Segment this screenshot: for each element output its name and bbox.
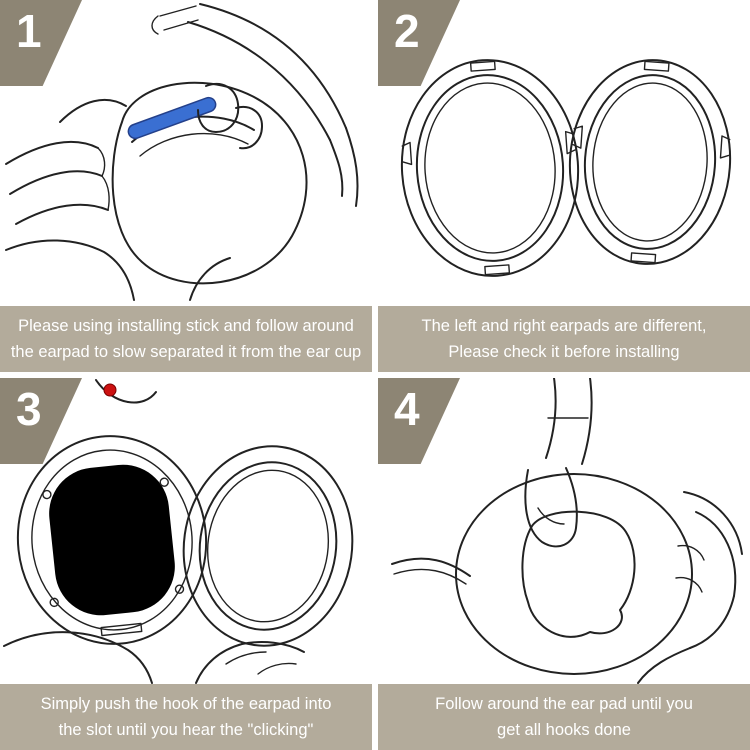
installing-stick-icon bbox=[127, 96, 217, 140]
step-number: 2 bbox=[394, 5, 420, 57]
caption-line-2: get all hooks done bbox=[497, 720, 631, 739]
caption-bar: The left and right earpads are different… bbox=[378, 306, 750, 372]
caption-line-1: Follow around the ear pad until you bbox=[435, 695, 693, 714]
red-screw-icon bbox=[103, 383, 117, 397]
ear-pad-icon bbox=[455, 473, 693, 675]
right-earpad-ring-icon bbox=[568, 59, 732, 265]
caption-line-2: Please check it before installing bbox=[448, 342, 680, 361]
caption-line-1: The left and right earpads are different… bbox=[421, 317, 707, 336]
panel-step-1: 1 Please using installing stick and foll… bbox=[0, 0, 372, 372]
ear-cup-open-icon bbox=[16, 435, 208, 645]
caption-bar: Please using installing stick and follow… bbox=[0, 306, 372, 372]
earpad-ready-icon bbox=[182, 445, 354, 647]
caption-line-2: the earpad to slow separated it from the… bbox=[10, 342, 362, 361]
step-number: 1 bbox=[16, 5, 42, 57]
caption-bar: Simply push the hook of the earpad into … bbox=[0, 684, 372, 750]
caption-line-1: Please using installing stick and follow… bbox=[18, 317, 354, 336]
step-number: 3 bbox=[16, 383, 42, 435]
illustration-press-around-earpad-icon bbox=[391, 378, 743, 684]
panel-step-4: 4 Follow around the ear pad until you ge… bbox=[378, 378, 750, 750]
illustration-earpad-rings-icon bbox=[400, 59, 732, 277]
caption-bar: Follow around the ear pad until you get … bbox=[378, 684, 750, 750]
illustration-hook-into-slot-icon bbox=[3, 379, 354, 684]
caption-line-1: Simply push the hook of the earpad into bbox=[40, 695, 332, 714]
driver-opening bbox=[49, 464, 175, 616]
caption-line-2: the slot until you hear the "clicking" bbox=[58, 720, 314, 739]
panel-step-3: 3 Simply push the hook of the earpad int… bbox=[0, 378, 372, 750]
step-number: 4 bbox=[394, 383, 420, 435]
left-earpad-ring-icon bbox=[400, 59, 580, 277]
illustration-prying-earpad-icon bbox=[5, 3, 359, 301]
panel-step-2: 2 The left and right earpads are differe… bbox=[378, 0, 750, 372]
